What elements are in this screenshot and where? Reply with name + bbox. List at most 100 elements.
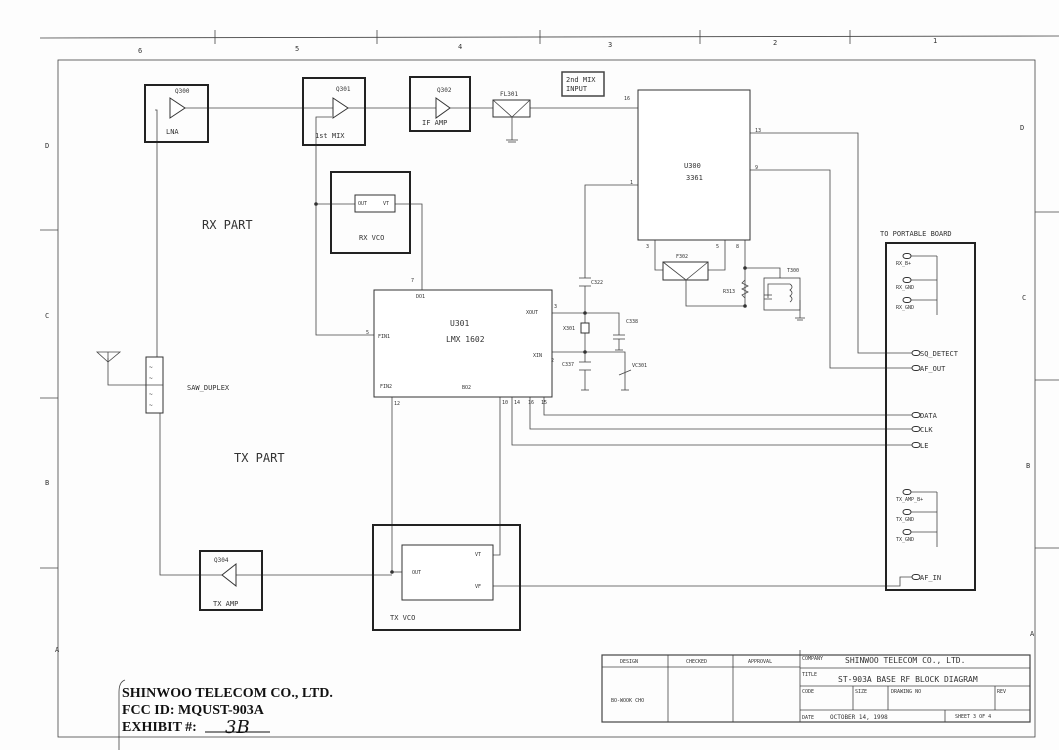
company: SHINWOO TELECOM CO., LTD.	[845, 656, 965, 665]
amplifier-icon	[332, 97, 349, 119]
pin-name: DO1	[416, 294, 425, 300]
saw-duplexer: ~ ~ ~ ~ SAW_DUPLEX	[145, 356, 230, 414]
u300-chip: U300 3361 16 13 9 1 3 5 8	[624, 89, 761, 250]
pin-number: 9	[755, 165, 758, 171]
row-label: B	[45, 479, 49, 487]
connector-label: TX_GND	[896, 537, 914, 543]
stamp-company: SHINWOO TELECOM CO., LTD.	[122, 686, 333, 701]
row-label: B	[1026, 462, 1030, 470]
tx-vco-block: OUT VT VF TX VCO	[372, 524, 521, 631]
connector-pin-icon	[902, 277, 912, 283]
if-amp-label: IF AMP	[422, 119, 447, 127]
date-label: DATE	[802, 715, 814, 721]
antenna-icon	[95, 351, 122, 363]
connector-label: DATA	[920, 412, 938, 420]
connector-label: RX_GND	[896, 305, 914, 311]
pin-name: OUT	[358, 201, 367, 207]
component-label: C322	[591, 280, 603, 286]
if-amp-ref: Q302	[437, 87, 452, 94]
tx-part-label: TX PART	[234, 451, 285, 465]
pin-number: 5	[366, 330, 369, 336]
f302-filter: F302	[662, 254, 709, 281]
r313-resistor: R313	[723, 279, 749, 299]
portable-board-connector: TO PORTABLE BOARD RX_B+RX_GNDRX_GNDSQ_DE…	[880, 230, 976, 591]
designer: BO-WOOK CHO	[611, 698, 644, 704]
pin-number: 5	[716, 244, 719, 250]
pin-number: 1	[630, 180, 633, 186]
title-block: DESIGN CHECKED APPROVAL BO-WOOK CHO COMP…	[601, 650, 1031, 723]
connector-label: AF_IN	[920, 574, 941, 582]
connector-label: SQ_DETECT	[920, 350, 959, 358]
component-label: T300	[787, 268, 799, 274]
rx-part-label: RX PART	[202, 218, 253, 232]
note-line: 2nd MIX	[566, 76, 596, 84]
pin-number: 7	[411, 278, 414, 284]
pin-name: VT	[475, 552, 481, 558]
row-label: C	[1022, 294, 1026, 302]
date: OCTOBER 14, 1998	[830, 714, 888, 721]
column-label: 2	[773, 39, 777, 47]
fl301-filter: FL301	[492, 91, 531, 143]
component-label: VC301	[632, 363, 647, 369]
note-line: INPUT	[566, 85, 588, 93]
mix1-label: 1st MIX	[315, 132, 345, 140]
pin-name: OUT	[412, 570, 421, 576]
column-label: 4	[458, 43, 462, 51]
pin-number: 16	[528, 400, 534, 406]
mix1-ref: Q301	[336, 86, 351, 93]
connector-label: LE	[920, 442, 928, 450]
pin-name: VT	[383, 201, 389, 207]
tx-vco-label: TX VCO	[390, 614, 415, 622]
pin-name: FIN2	[380, 384, 392, 390]
filter-symbol: ~	[149, 375, 153, 382]
rx-vco-label: RX VCO	[359, 234, 384, 242]
pin-number: 2	[551, 358, 554, 364]
u301-ref: U301	[450, 319, 469, 328]
design-label: DESIGN	[620, 659, 638, 665]
connector-pin-icon	[902, 529, 912, 535]
tx-amp-label: TX AMP	[213, 600, 238, 608]
mixer1-block: Q301 1st MIX	[302, 77, 366, 146]
pin-name: XIN	[533, 353, 542, 359]
sheet: SHEET 3 OF 4	[955, 714, 991, 720]
connector-label: TX_AMP_B+	[896, 497, 923, 503]
connector-pin-icon	[902, 489, 912, 495]
pin-number: 3	[554, 304, 557, 310]
connector-label: RX_GND	[896, 285, 914, 291]
company-label: COMPANY	[802, 656, 823, 662]
connector-label: TX_GND	[896, 517, 914, 523]
drawing-no-label: DRAWING NO	[891, 689, 921, 695]
amplifier-icon	[169, 97, 186, 119]
pin-number: 10	[502, 400, 508, 406]
pin-number: 3	[646, 244, 649, 250]
column-label: 3	[608, 41, 612, 49]
stamp-exhibit-label: EXHIBIT #:	[122, 720, 197, 735]
stamp-exhibit-number: 3B	[225, 717, 250, 738]
title-label: TITLE	[802, 672, 817, 678]
pin-number: 13	[755, 128, 761, 134]
stamp-fcc-id: FCC ID: MQUST-903A	[122, 703, 265, 718]
row-label: A	[1030, 630, 1035, 638]
u300-part: 3361	[686, 174, 703, 182]
component-label: C337	[562, 362, 574, 368]
size-label: SIZE	[855, 689, 867, 695]
pin-name: VF	[475, 584, 481, 590]
tx-amp-block: Q304 TX AMP	[199, 550, 263, 611]
connector-pin-icon	[902, 253, 912, 259]
drawing-border: 6 5 4 3 2 1 D C B A D C B A	[39, 30, 1059, 738]
component-label: C338	[626, 319, 638, 325]
reference-oscillator: C322 X301 C338 C337 VC301	[562, 277, 647, 391]
u301-part: LMX 1602	[446, 335, 485, 344]
t300-transformer: T300	[763, 268, 805, 321]
fl301-label: FL301	[500, 91, 518, 98]
portable-board-title: TO PORTABLE BOARD	[880, 230, 952, 238]
pin-name: XOUT	[526, 310, 538, 316]
amplifier-icon	[221, 562, 237, 588]
connector-pin-icon	[911, 350, 921, 356]
tx-amp-ref: Q304	[214, 557, 229, 564]
filter-symbol: ~	[149, 391, 153, 398]
lna-block: Q300 LNA	[144, 84, 209, 143]
amplifier-icon	[435, 97, 451, 119]
